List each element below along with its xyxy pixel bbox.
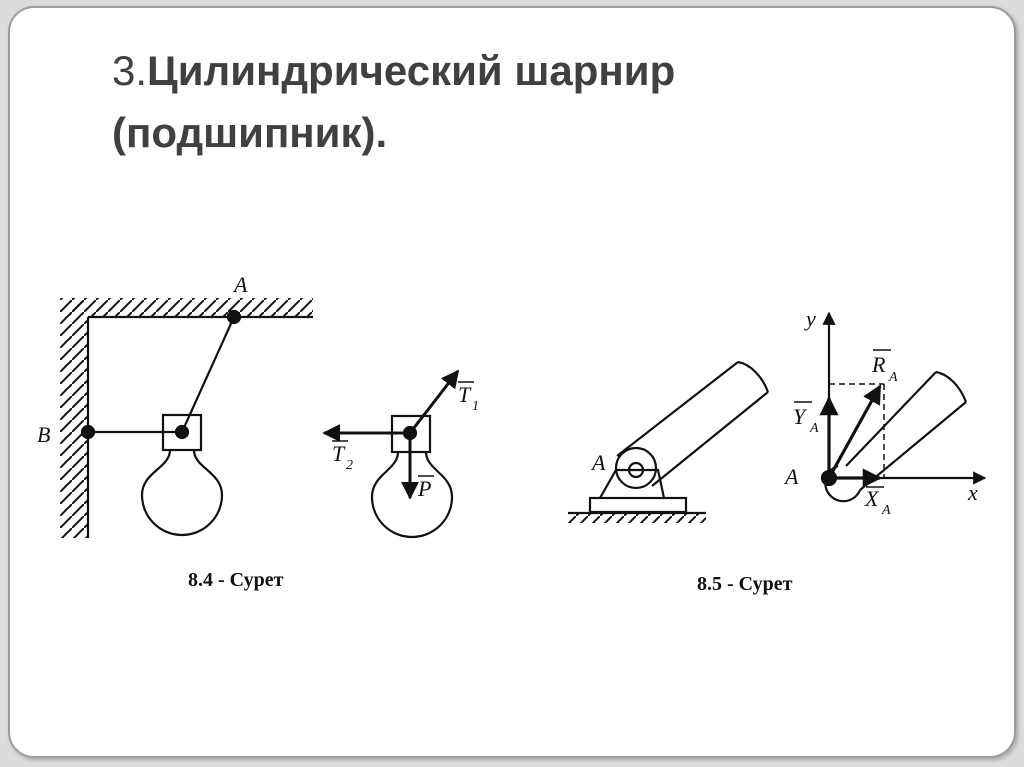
support <box>568 446 706 523</box>
rod-a <box>180 316 236 433</box>
label-t2-letter: T <box>332 441 346 466</box>
slide <box>8 6 1016 758</box>
label-a: A <box>232 272 248 297</box>
free-body-lamp <box>322 369 460 539</box>
label-xa-letter: X <box>864 486 880 511</box>
page-title: 3.Цилиндрический шарнир (подшипник). <box>112 40 912 164</box>
lamp-point <box>174 424 190 440</box>
label-ya-letter: Y <box>793 404 808 429</box>
label-ra-letter: R <box>871 352 886 377</box>
figure-8-4 <box>60 298 460 539</box>
beam <box>616 360 770 487</box>
label-ya-sub: A <box>809 421 819 436</box>
force-t1-arrow <box>408 369 460 434</box>
label-ra-sub: A <box>888 370 898 385</box>
lamp <box>140 413 224 537</box>
label-p: P <box>417 475 434 501</box>
hinge-b <box>80 424 96 440</box>
label-t1: T 1 <box>458 381 479 414</box>
hinge-a <box>226 309 242 325</box>
title-number: 3. <box>112 47 148 94</box>
label-axis-x: x <box>967 480 978 505</box>
title-text: Цилиндрический шарнир (подшипник). <box>112 47 676 156</box>
caption-8-4: 8.4 - Сурет <box>188 569 284 591</box>
caption-8-5: 8.5 - Сурет <box>697 573 793 595</box>
force-ra-arrow <box>827 384 882 479</box>
label-b: B <box>37 422 50 447</box>
label-xa: X A <box>864 486 891 518</box>
label-t2: T 2 <box>332 440 353 473</box>
label-p-letter: P <box>417 476 431 501</box>
beam-free-body <box>824 370 968 503</box>
label-t2-sub: 2 <box>346 458 353 473</box>
label-xa-sub: A <box>881 503 891 518</box>
figure-8-5 <box>568 311 987 523</box>
label-t1-letter: T <box>458 382 472 407</box>
ceiling-hatch <box>70 298 313 319</box>
label-a-free-body: A <box>783 464 799 489</box>
label-ya: Y A <box>793 401 819 436</box>
wall-hatch <box>60 298 90 538</box>
label-axis-y: y <box>804 306 816 331</box>
label-t1-sub: 1 <box>472 399 479 414</box>
label-a-support: A <box>590 450 606 475</box>
label-ra: R A <box>871 349 898 385</box>
